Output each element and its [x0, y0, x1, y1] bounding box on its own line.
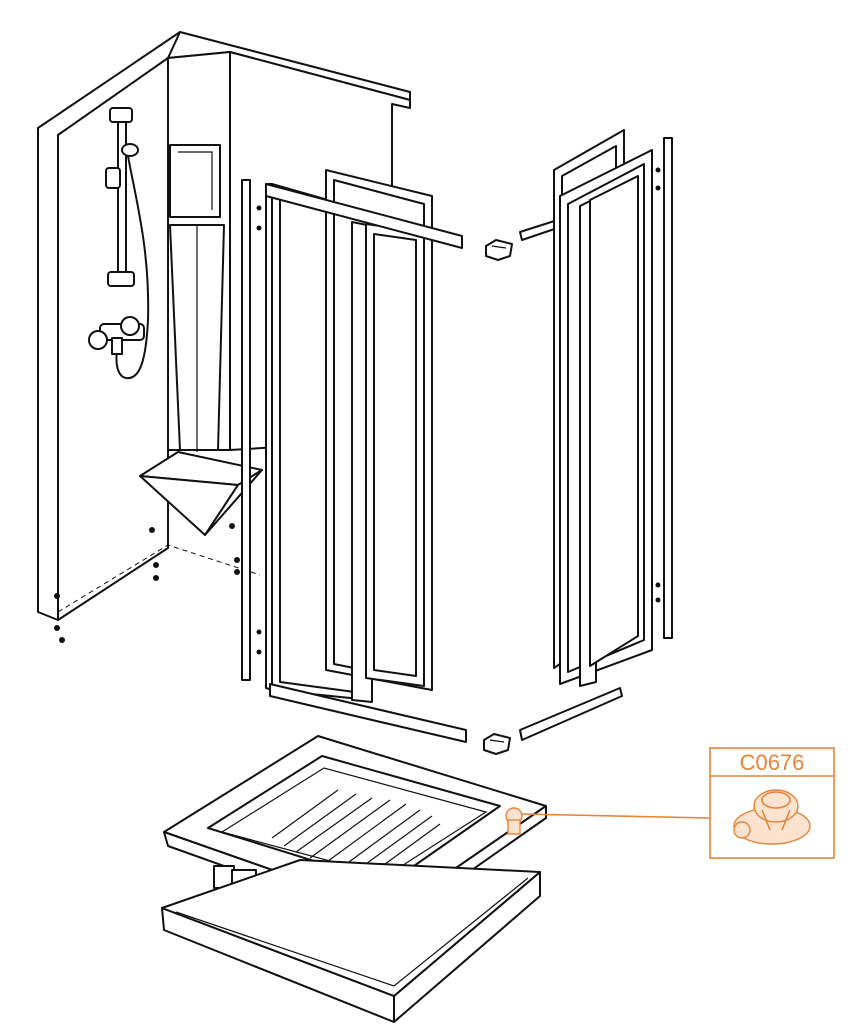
right-door-assembly	[519, 129, 673, 741]
part-code-label: C0676	[740, 750, 805, 775]
shower-head-icon	[105, 107, 150, 380]
callout-box: C0676	[521, 747, 835, 859]
left-door-assembly	[241, 169, 467, 743]
drain-part-icon	[733, 789, 811, 845]
mixer-tap-icon	[88, 316, 145, 355]
corner-connector-icon	[483, 239, 513, 755]
apron-panel-icon	[161, 859, 541, 1023]
